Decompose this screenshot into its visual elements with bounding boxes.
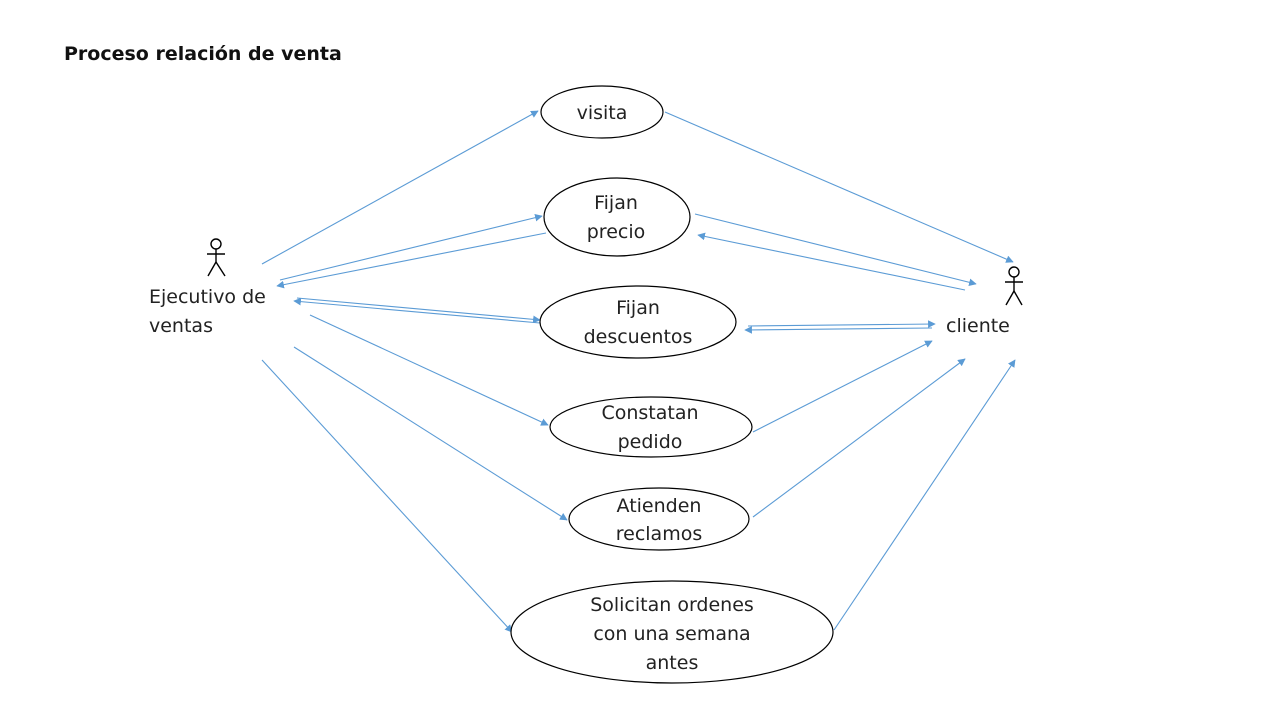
use-case-constatan-pedido: Constatan pedido (549, 396, 753, 458)
actor-client: cliente (946, 266, 1023, 337)
connector-client-precio (697, 232, 966, 291)
use-case-solicitan-ordenes: Solicitan ordenes con una semana antes (510, 580, 834, 684)
connectors (261, 110, 1016, 633)
actor-label: cliente (946, 315, 1010, 337)
connector-client-descuentos (744, 326, 933, 334)
use-case-shape (568, 487, 750, 551)
connector-constatan-client (752, 340, 933, 433)
use-case-visita: visita (540, 85, 664, 139)
connector-visita-client (664, 111, 1014, 263)
use-case-label: pedido (618, 431, 683, 453)
connector-vendor-precio (279, 213, 543, 281)
connector-precio-client (694, 213, 977, 287)
use-case-label: Fijan (616, 297, 660, 319)
connector-atienden-client (752, 358, 966, 518)
use-case-label: Solicitan ordenes (590, 594, 754, 616)
connector-solicitan-client (833, 359, 1016, 631)
use-case-label: precio (587, 221, 646, 243)
stick-figure-icon (207, 238, 226, 277)
connector-precio-vendor (276, 232, 547, 289)
use-case-label: Constatan (601, 402, 698, 424)
use-case-label: Atienden (617, 495, 702, 517)
use-case-shape (510, 580, 834, 684)
stick-figure-icon (1005, 266, 1023, 306)
connector-vendor-descuentos (296, 297, 541, 324)
use-case-shape (540, 85, 664, 139)
use-case-fijan-precio: Fijan precio (543, 177, 691, 257)
use-case-fijan-descuentos: Fijan descuentos (539, 285, 737, 359)
actor-label: Ejecutivo de (149, 286, 266, 308)
connector-descuentos-client (747, 320, 936, 328)
use-case-shape (543, 177, 691, 257)
use-case-label: antes (646, 652, 699, 674)
use-case-label: descuentos (584, 326, 693, 348)
use-case-label: con una semana (593, 623, 750, 645)
use-case-label: reclamos (616, 523, 702, 545)
use-case-label: Fijan (594, 192, 638, 214)
use-case-shape (549, 396, 753, 458)
use-case-label: visita (577, 102, 628, 124)
connector-vendor-atienden (293, 346, 568, 521)
diagram-title: Proceso relación de venta (64, 43, 342, 65)
actor-vendor: Ejecutivo de ventas (149, 238, 266, 337)
use-case-atienden-reclamos: Atienden reclamos (568, 487, 750, 551)
use-case-shape (539, 285, 737, 359)
connector-vendor-constatan (309, 314, 549, 426)
connector-descuentos-vendor (293, 297, 541, 324)
connector-vendor-solicitan (261, 359, 513, 633)
connector-vendor-visita (261, 110, 539, 265)
actor-label: ventas (149, 315, 213, 337)
